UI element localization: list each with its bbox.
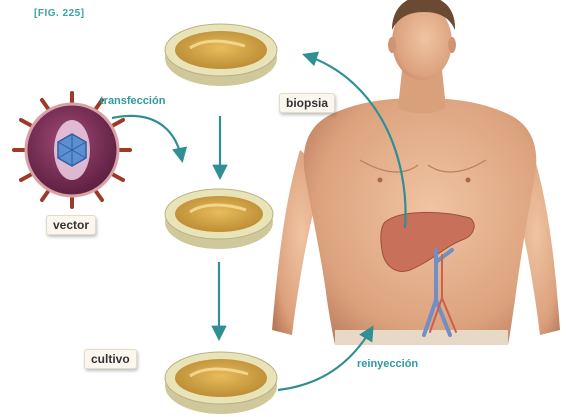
- human-figure: [272, 0, 560, 345]
- petri-dish-top: [165, 24, 277, 86]
- reinjection-label: reinyección: [357, 358, 418, 370]
- figure-label: [FIG. 225]: [34, 8, 85, 19]
- transfection-label: transfección: [100, 95, 165, 107]
- vector-label: vector: [46, 215, 96, 235]
- virus-vector: [14, 93, 130, 207]
- culture-label: cultivo: [84, 349, 137, 369]
- biopsy-label: biopsia: [279, 93, 335, 113]
- petri-dish-bottom: [165, 352, 277, 414]
- petri-dish-middle: [165, 189, 273, 249]
